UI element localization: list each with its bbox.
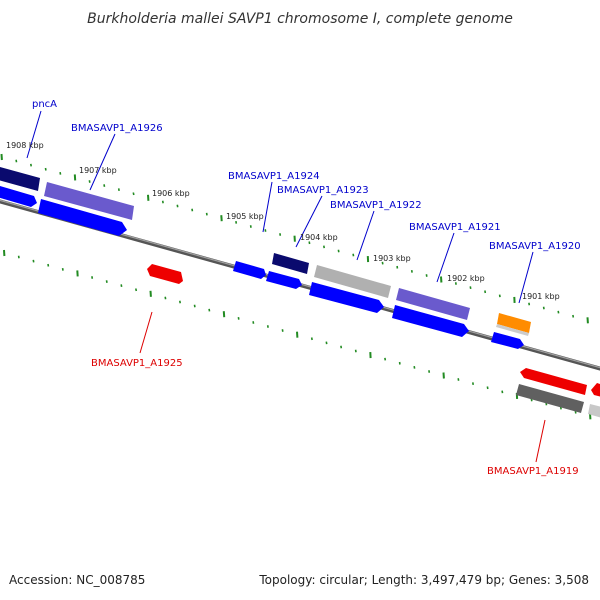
gene-a1920[interactable]	[497, 313, 531, 333]
scale-label-1905: 1905 kbp	[226, 212, 264, 221]
gene-red-edge[interactable]	[591, 383, 600, 398]
gene-pncA[interactable]	[0, 167, 40, 191]
label-a1925[interactable]: BMASAVP1_A1925	[91, 358, 183, 369]
gene-darkgray[interactable]	[516, 384, 584, 413]
gene-a1924[interactable]	[272, 253, 309, 274]
label-pncA[interactable]: pncA	[32, 99, 57, 110]
forward-strand-outer	[0, 167, 531, 336]
scale-label-1904: 1904 kbp	[300, 233, 338, 242]
label-a1919[interactable]: BMASAVP1_A1919	[487, 466, 579, 477]
inner-tick-ring	[3, 249, 592, 420]
gene-a1919[interactable]	[520, 368, 587, 395]
scale-label-1901: 1901 kbp	[522, 292, 560, 301]
gene-a1925[interactable]	[147, 264, 183, 284]
inner-ring-minor-tick	[105, 280, 108, 283]
outer-ring-minor-tick	[132, 192, 135, 196]
gene-blue-3[interactable]	[233, 261, 266, 279]
scale-label-1902: 1902 kbp	[447, 274, 485, 283]
label-a1921[interactable]: BMASAVP1_A1921	[409, 222, 501, 233]
outer-tick-ring	[0, 153, 589, 324]
gene-lightgray-edge[interactable]	[588, 404, 600, 419]
label-a1922[interactable]: BMASAVP1_A1922	[330, 200, 422, 211]
scale-label-1906: 1906 kbp	[152, 189, 190, 198]
label-a1920[interactable]: BMASAVP1_A1920	[489, 241, 581, 252]
gene-blue-6[interactable]	[392, 305, 469, 337]
gene-a1921[interactable]	[396, 288, 470, 320]
forward-strand-inner	[0, 186, 524, 349]
label-a1926[interactable]: BMASAVP1_A1926	[71, 123, 163, 134]
scale-label-1908: 1908 kbp	[6, 141, 44, 150]
gene-blue-7[interactable]	[491, 332, 524, 349]
genome-summary: Topology: circular; Length: 3,497,479 bp…	[259, 573, 589, 587]
scale-label-1903: 1903 kbp	[373, 254, 411, 263]
accession-text: Accession: NC_008785	[9, 573, 146, 587]
scale-label-1907: 1907 kbp	[79, 166, 117, 175]
inner-ring-minor-tick	[135, 288, 138, 292]
map-title: Burkholderia mallei SAVP1 chromosome I, …	[87, 11, 513, 27]
outer-ring-minor-tick	[103, 184, 106, 187]
gene-labels: pncA BMASAVP1_A1926 BMASAVP1_A1924 BMASA…	[32, 99, 581, 477]
label-a1923[interactable]: BMASAVP1_A1923	[277, 185, 369, 196]
scale-labels: 1908 kbp 1907 kbp 1906 kbp 1905 kbp 1904…	[6, 141, 560, 301]
gene-blue-2[interactable]	[38, 199, 127, 236]
gene-blue-1[interactable]	[0, 186, 37, 207]
gene-a1920-shadow	[496, 324, 529, 336]
label-leaders	[26, 110, 546, 463]
gene-blue-4[interactable]	[266, 271, 302, 289]
label-a1924[interactable]: BMASAVP1_A1924	[228, 171, 320, 182]
gene-a1926[interactable]	[44, 182, 134, 220]
gene-blue-5[interactable]	[309, 282, 384, 313]
reverse-strand	[147, 264, 600, 419]
gene-a1922[interactable]	[314, 265, 391, 298]
